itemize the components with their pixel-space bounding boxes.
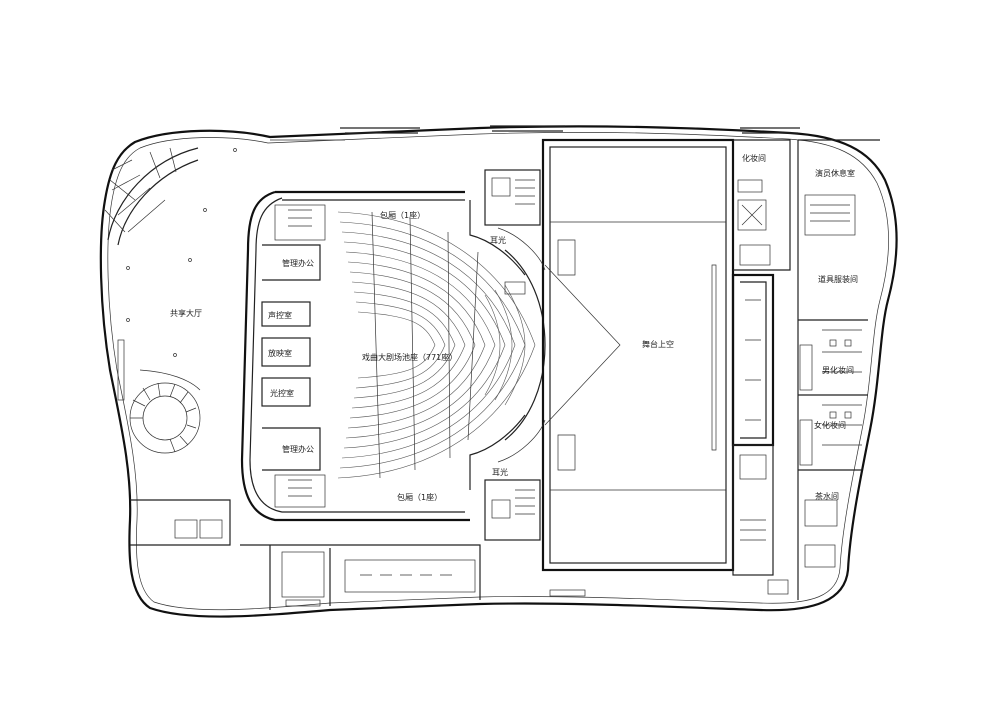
label-mgmt-office-bottom: 管理办公 (282, 444, 314, 454)
seating (337, 200, 546, 490)
label-tea-room: 茶水间 (815, 491, 839, 501)
room-labels: 共享大厅 包厢（1座） 包厢（1座） 耳光 耳光 管理办公 管理办公 声控室 放… (170, 153, 858, 502)
label-light-control: 光控室 (270, 388, 294, 398)
label-hall: 戏曲大剧场池座（771座） (362, 352, 457, 362)
bottom-services (130, 499, 586, 610)
label-ear-light-bottom: 耳光 (492, 467, 508, 477)
label-ear-light-top: 耳光 (490, 235, 506, 245)
label-mgmt-office-top: 管理办公 (282, 258, 314, 268)
label-actors-lounge: 演员休息室 (815, 168, 855, 178)
building-outline (99, 125, 898, 618)
label-sound-control: 声控室 (268, 310, 292, 320)
label-props-room: 道具服装间 (818, 274, 858, 284)
label-balcony-top: 包厢（1座） (380, 210, 425, 220)
label-makeup: 化妆间 (742, 153, 766, 163)
label-female-dressing: 女化妆间 (814, 420, 846, 430)
label-male-dressing: 男化妆间 (822, 365, 854, 375)
backstage-rooms (732, 139, 880, 600)
atrium-structures (104, 147, 237, 454)
stage-house (541, 138, 775, 572)
entrances (270, 125, 800, 141)
label-balcony-bottom: 包厢（1座） (397, 492, 442, 502)
auditorium-shell (240, 190, 470, 522)
label-atrium: 共享大厅 (170, 308, 202, 318)
label-stage: 舞台上空 (642, 339, 674, 349)
label-projection: 放映室 (268, 348, 292, 358)
stair-cores (484, 169, 546, 541)
